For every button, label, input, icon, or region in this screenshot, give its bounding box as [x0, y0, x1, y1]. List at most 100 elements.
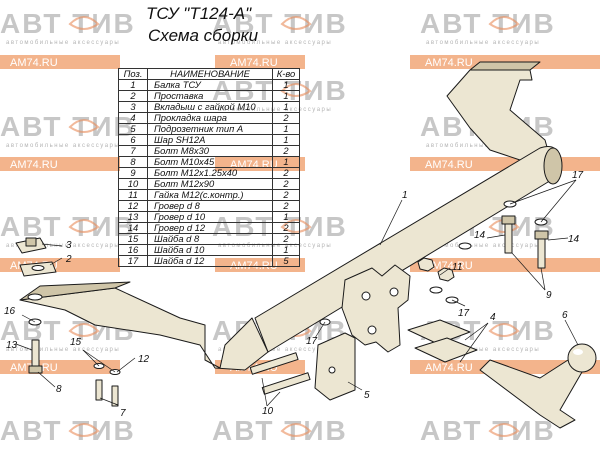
- tow-ball-shade: [573, 349, 583, 355]
- row-position: 17: [118, 255, 148, 267]
- leader-line: [540, 267, 546, 291]
- leader-line: [540, 179, 577, 223]
- row-name: Гайка М12(с.контр.): [147, 189, 273, 201]
- callout-4: 4: [490, 312, 496, 323]
- leader-line: [464, 322, 489, 341]
- watermark-tag: AM74.RU: [425, 260, 473, 272]
- row-quantity: 2: [272, 167, 300, 179]
- leader-line: [116, 357, 136, 373]
- watermark-tag: AM74.RU: [425, 362, 473, 374]
- row-quantity: 2: [272, 222, 300, 234]
- watermark-logo-mark: [68, 119, 100, 133]
- row-position: 10: [118, 178, 148, 190]
- watermark-subtitle: автомобильные аксессуары: [6, 143, 120, 149]
- row-position: 9: [118, 167, 148, 179]
- row-name: Болт М12х90: [147, 178, 273, 190]
- row-name: Болт М8х30: [147, 145, 273, 157]
- row-quantity: 1: [272, 244, 300, 256]
- row-position: 3: [118, 101, 148, 113]
- watermark-tag-band: [215, 55, 305, 69]
- leader-line: [21, 314, 36, 323]
- bolt-part: [249, 352, 299, 375]
- washer-part: [429, 286, 443, 294]
- row-name: Шайба d 12: [147, 255, 273, 267]
- watermark-logo-mark: [68, 323, 100, 337]
- drawing-title: ТСУ "Т124-А": [146, 4, 252, 23]
- row-name: Шар SH12A: [147, 134, 273, 146]
- row-position: 5: [118, 123, 148, 135]
- row-quantity: 2: [272, 233, 300, 245]
- drawing-subtitle: Схема сборки: [148, 26, 259, 45]
- row-name: Прокладка шара: [147, 112, 273, 124]
- watermark-logo-mark: [68, 219, 100, 233]
- row-position: 4: [118, 112, 148, 124]
- row-position: 1: [118, 79, 148, 91]
- watermark-tag: AM74.RU: [10, 159, 58, 171]
- callout-13: 13: [6, 340, 18, 351]
- bolt-head: [28, 365, 43, 374]
- row-position: 12: [118, 200, 148, 212]
- row-name: Балка ТСУ: [147, 79, 273, 91]
- beam-tube-end: [543, 147, 563, 185]
- bolt-head: [501, 215, 516, 225]
- leader-line: [379, 199, 403, 246]
- row-name: Гровер d 8: [147, 200, 273, 212]
- leader-line: [49, 257, 63, 266]
- watermark-logo-text: АВТ ТИВ: [212, 415, 348, 446]
- leader-line: [439, 267, 451, 276]
- callout-9: 9: [546, 290, 552, 301]
- leader-line: [114, 403, 119, 406]
- row-name: Подрозетник тип А: [147, 123, 273, 135]
- watermark-tag: AM74.RU: [425, 159, 473, 171]
- watermark-logo-text: АВТ ТИВ: [212, 8, 348, 39]
- callout-11: 11: [452, 262, 462, 273]
- row-name: Шайба d 8: [147, 233, 273, 245]
- watermark-logo-text: АВТ ТИВ: [0, 211, 136, 242]
- callout-14: 14: [474, 230, 486, 241]
- watermark-subtitle: автомобильные аксессуары: [218, 40, 332, 46]
- row-name: Гровер d 10: [147, 211, 273, 223]
- watermark-logo-text: АВТ ТИВ: [0, 111, 136, 142]
- row-position: 15: [118, 233, 148, 245]
- bolt-part: [261, 372, 311, 395]
- mount-hole: [27, 293, 43, 301]
- row-position: 2: [118, 90, 148, 102]
- leader-line: [82, 349, 116, 373]
- bolt-part: [95, 379, 103, 401]
- callout-17c: 17: [306, 336, 318, 347]
- callout-3: 3: [66, 240, 72, 251]
- row-quantity: 1: [272, 123, 300, 135]
- leader-line: [547, 237, 569, 241]
- leader-line: [509, 179, 577, 205]
- callout-2: 2: [65, 254, 72, 265]
- callout-15: 15: [70, 337, 82, 348]
- insert-nut: [25, 237, 37, 247]
- nut-part: [417, 257, 435, 272]
- watermark-logo-mark: [488, 16, 520, 30]
- leader-line: [261, 377, 268, 407]
- watermark-logo-text: АВТ ТИВ: [0, 415, 136, 446]
- watermark-logo-mark: [488, 219, 520, 233]
- watermark-subtitle: автомобильные аксессуары: [6, 243, 120, 249]
- leader-line: [37, 371, 56, 388]
- watermark-tag: AM74.RU: [425, 57, 473, 69]
- row-quantity: 2: [272, 200, 300, 212]
- callout-17: 17: [572, 170, 584, 181]
- watermark-logo-text: АВТ ТИВ: [420, 8, 556, 39]
- row-quantity: 1: [272, 90, 300, 102]
- watermark-subtitle: автомобильные аксессуары: [6, 40, 120, 46]
- watermark-subtitle: автомобильные аксессуары: [426, 143, 540, 149]
- watermark-logo-mark: [280, 423, 312, 437]
- watermark-subtitle: автомобильные аксессуары: [426, 243, 540, 249]
